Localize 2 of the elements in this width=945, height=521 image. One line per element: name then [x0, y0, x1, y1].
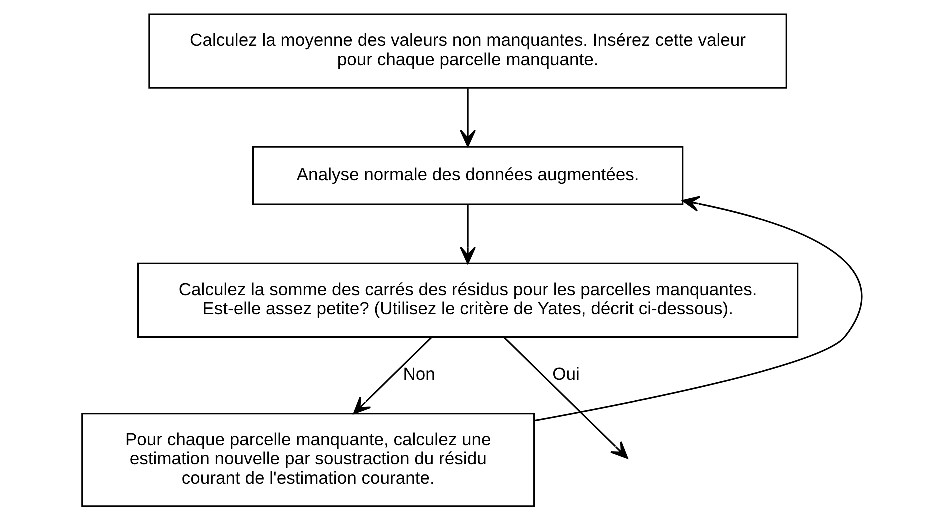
edge-label: Non	[403, 364, 436, 384]
edge-label: Oui	[552, 364, 580, 384]
